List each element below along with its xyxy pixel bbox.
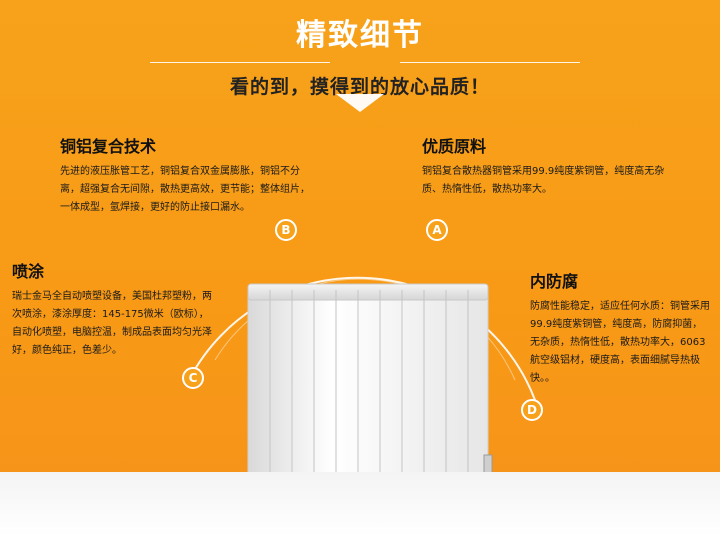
orbit-arc-inner [214,278,516,381]
feature-text: 先进的液压胀管工艺，铜铝复合双金属膨胀，铜铝不分离，超强复合无间隙，散热更高效，… [60,166,310,213]
badge-c: C [182,367,204,389]
header-notch [336,94,384,112]
title-rule-right [400,62,580,63]
feature-title: 内防腐 [530,272,579,291]
feature-title: 喷涂 [12,262,45,281]
footer-bar [0,472,720,536]
title-rule-left [150,62,330,63]
feature-anticorrosion: 内防腐 防腐性能稳定，适应任何水质：铜管采用99.9纯度紫铜管，纯度高，防腐抑菌… [530,268,712,388]
orbit-arc [189,276,536,401]
page-title: 精致细节 [296,18,424,53]
feature-title: 优质原料 [422,137,487,156]
feature-text: 瑞士金马全自动喷塑设备，美国杜邦塑粉，两次喷涂，漆涂厚度：145-175微米（欧… [12,291,212,356]
feature-materials: 优质原料 铜铝复合散热器铜管采用99.9纯度紫铜管，纯度高无杂质、热惰性低，散热… [422,133,672,199]
badge-d: D [521,399,543,421]
feature-title: 铜铝复合技术 [60,137,157,156]
feature-spraying: 喷涂 瑞士金马全自动喷塑设备，美国杜邦塑粉，两次喷涂，漆涂厚度：145-175微… [12,258,212,360]
header: 精致细节 看的到，摸得到的放心品质！ [0,0,720,112]
badge-b: B [275,219,297,241]
page-subtitle: 看的到，摸得到的放心品质！ [229,76,490,98]
feature-copper-aluminum: 铜铝复合技术 先进的液压胀管工艺，铜铝复合双金属膨胀，铜铝不分离，超强复合无间隙… [60,133,312,217]
badge-a: A [426,219,448,241]
feature-text: 防腐性能稳定，适应任何水质：铜管采用99.9纯度紫铜管，纯度高，防腐抑菌，无杂质… [530,301,710,384]
feature-text: 铜铝复合散热器铜管采用99.9纯度紫铜管，纯度高无杂质、热惰性低，散热功率大。 [422,166,665,195]
